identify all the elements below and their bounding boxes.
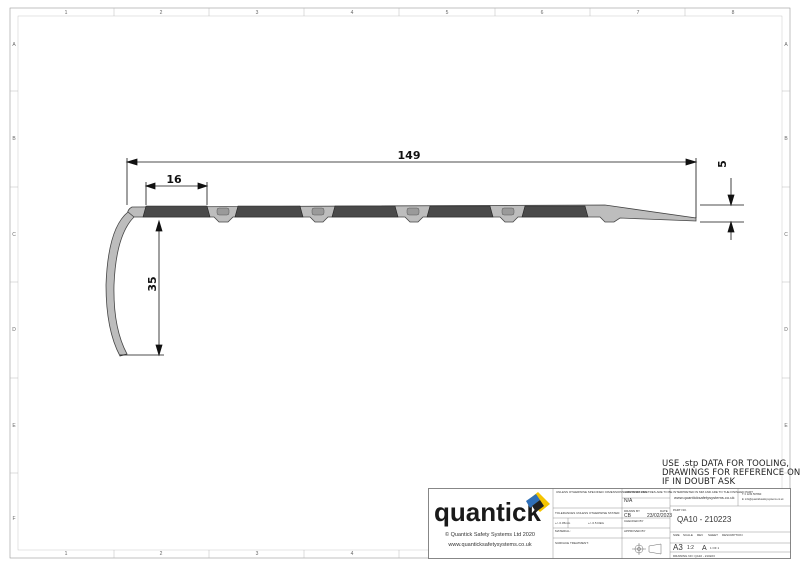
- tolerances-label: TOLERANCES UNLESS OTHERWISE STATED:: [555, 511, 620, 515]
- drawn-label: DRAWN BY: [624, 509, 640, 513]
- dim-overall-width: 149: [398, 149, 421, 162]
- quantick-logo-mark: [526, 492, 550, 512]
- company-email: E: info@quanticksafetysystems.co.uk: [742, 498, 784, 501]
- scale-label: SCALE: [683, 533, 693, 537]
- tooling-note: USE .stp DATA FOR TOOLING, DRAWINGS FOR …: [662, 460, 800, 487]
- drawn-date: 23/02/2023: [647, 513, 672, 519]
- scale-value: 1:2: [687, 545, 694, 551]
- column-labels-top: 1 2 3 4 5 6 7 8: [65, 10, 735, 16]
- contract-value: N/A: [624, 498, 633, 504]
- zone-label: D: [784, 327, 788, 333]
- zone-label: F: [12, 516, 15, 522]
- website-text: www.quanticksafetysystems.co.uk: [447, 542, 531, 548]
- contract-label: CONTRACT NO.: [624, 490, 647, 494]
- dim-insert-width: 16: [166, 173, 182, 186]
- tol-angular: +/- 0.5 DEG: [588, 521, 605, 525]
- tolerance-note: UNLESS OTHERWISE SPECIFIED: DIMENSIONS A…: [556, 490, 753, 494]
- insert-strip: [426, 205, 494, 218]
- zone-label: 4: [351, 10, 354, 16]
- rev-value: A: [702, 545, 707, 552]
- curved-nose: [105, 211, 135, 357]
- material-label: MATERIAL:: [555, 529, 571, 533]
- zone-label: 1: [65, 551, 68, 557]
- note-line: IF IN DOUBT ASK: [662, 477, 736, 487]
- checked-label: CHECKED BY: [624, 519, 644, 523]
- zone-label: 1: [65, 10, 68, 16]
- tol-linear: +/- 0.05mm: [555, 521, 571, 525]
- note-line: DRAWINGS FOR REFERENCE ONLY: [662, 468, 800, 478]
- zone-ticks: [10, 8, 790, 558]
- note-line: USE .stp DATA FOR TOOLING,: [662, 459, 790, 469]
- zone-label: D: [12, 327, 16, 333]
- title-block: quantick © Quantick Safety Systems Ltd 2…: [428, 488, 791, 559]
- surface-label: SURFACE TREATMENT:: [555, 541, 589, 545]
- inner-border: [17, 15, 783, 551]
- size-value: A3: [673, 543, 683, 552]
- zone-label: 5: [446, 10, 449, 16]
- zone-label: 8: [732, 10, 735, 16]
- part-label: PART NO.: [673, 508, 687, 512]
- insert-strip: [521, 205, 589, 218]
- company-tel: T: 0 1234 567890: [742, 493, 762, 496]
- size-label: SIZE: [673, 533, 680, 537]
- row-labels-right: A B C D E: [784, 42, 788, 429]
- zone-label: 7: [637, 10, 640, 16]
- sheet-label: SHEET: [708, 533, 718, 537]
- approved-label: APPROVED BY: [624, 529, 646, 533]
- drawn-value: CB: [624, 513, 632, 519]
- zone-label: E: [784, 423, 788, 429]
- dimension-lines: [120, 158, 744, 357]
- projection-symbol-icon: [632, 543, 662, 555]
- zone-label: C: [12, 232, 16, 238]
- insert-strip: [142, 205, 211, 218]
- part-number: QA10 - 210223: [677, 515, 732, 524]
- dim-thickness: 5: [716, 160, 729, 168]
- quantick-logo-text: quantick: [434, 497, 541, 527]
- insert-strip: [234, 205, 304, 218]
- zone-label: 3: [256, 551, 259, 557]
- zone-label: C: [784, 232, 788, 238]
- zone-label: A: [784, 42, 788, 48]
- dim-nose-depth: 35: [146, 276, 159, 291]
- company-site: www.quanticksafetysystems.co.uk: [674, 495, 734, 500]
- zone-label: 3: [256, 10, 259, 16]
- row-labels-left: A B C D E F: [12, 42, 16, 522]
- rev-label: REV: [697, 533, 703, 537]
- zone-label: B: [784, 136, 788, 142]
- insert-strip: [331, 205, 399, 218]
- zone-label: 2: [160, 551, 163, 557]
- sheet-value: 1 OF 1: [710, 546, 720, 550]
- zone-label: B: [12, 136, 16, 142]
- copyright-text: © Quantick Safety Systems Ltd 2020: [445, 531, 535, 538]
- date-label: DATE: [660, 509, 668, 513]
- stair-nosing-profile: [105, 204, 697, 357]
- description-label: DESCRIPTION: [722, 533, 743, 537]
- zone-label: 2: [160, 10, 163, 16]
- zone-label: E: [12, 423, 16, 429]
- zone-label: 6: [541, 10, 544, 16]
- sheet-border: [9, 7, 791, 559]
- drawing-number: DRAWING NO: QA10 - 210223: [673, 554, 715, 558]
- zone-label: 4: [351, 551, 354, 557]
- zone-label: A: [12, 42, 16, 48]
